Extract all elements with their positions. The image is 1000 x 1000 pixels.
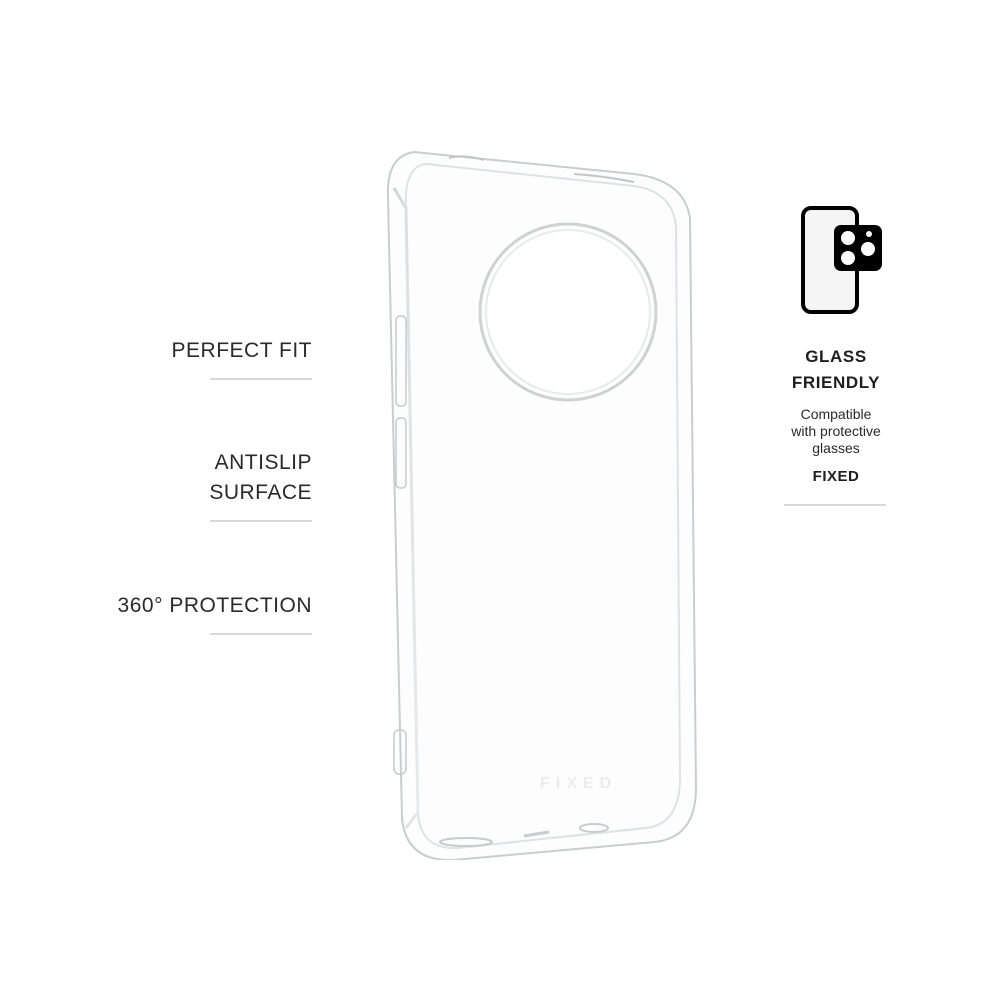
feature-360-protection: 360° PROTECTION [117,591,312,635]
glass-friendly-description: Compatible with protective glasses [766,406,906,457]
desc-line1: Compatible [800,406,872,422]
feature-divider [210,378,312,380]
feature-divider [210,633,312,635]
title-line1: GLASS [805,347,867,366]
title-line2: FRIENDLY [791,373,881,392]
desc-line3: glasses [812,440,860,456]
feature-label: PERFECT FIT [171,339,312,362]
glass-friendly-title: GLASS FRIENDLY [770,344,902,396]
feature-label-line2: SURFACE [209,481,312,504]
glass-brand-label: FIXED [812,468,860,485]
glass-divider [784,504,886,506]
feature-divider [210,520,312,522]
feature-antislip-surface: ANTISLIP SURFACE [209,448,312,522]
feature-label: 360° PROTECTION [117,594,312,617]
case-brand-mark: FIXED [540,775,618,792]
feature-label-line1: ANTISLIP [214,451,312,474]
desc-line2: with protective [791,423,881,439]
phone-with-camera-protector-icon [801,206,882,314]
feature-perfect-fit: PERFECT FIT [171,336,312,380]
clear-phone-case-image [386,150,698,860]
